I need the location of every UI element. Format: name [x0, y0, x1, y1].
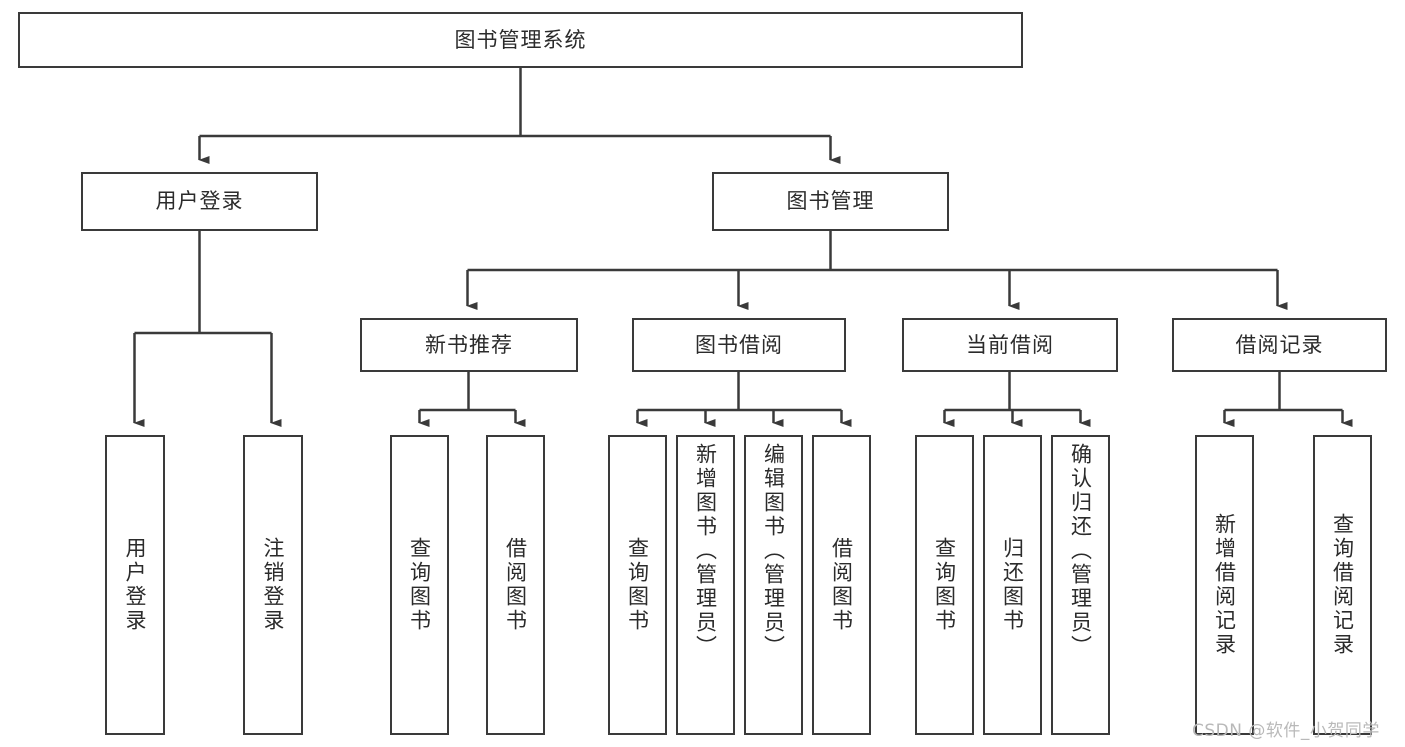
node-leaf-user-login-label: 用户登录: [123, 537, 148, 633]
node-book-borrow[interactable]: 图书借阅: [632, 318, 846, 372]
node-leaf-logout[interactable]: 注销登录: [243, 435, 303, 735]
node-book-manage-label: 图书管理: [786, 189, 875, 214]
node-leaf-return-book-label: 归还图书: [1000, 537, 1025, 633]
node-borrow-record[interactable]: 借阅记录: [1172, 318, 1387, 372]
node-book-borrow-label: 图书借阅: [695, 332, 783, 357]
node-leaf-query-record[interactable]: 查询借阅记录: [1313, 435, 1372, 735]
node-leaf-logout-label: 注销登录: [261, 537, 286, 633]
node-leaf-query-book-c[interactable]: 查询图书: [915, 435, 974, 735]
node-borrow-record-label: 借阅记录: [1235, 332, 1324, 357]
node-current-borrow[interactable]: 当前借阅: [902, 318, 1118, 372]
node-root-label: 图书管理系统: [454, 27, 587, 52]
watermark: CSDN @软件_小贺同学: [1192, 721, 1380, 741]
node-leaf-add-book[interactable]: 新增图书（管理员）: [676, 435, 735, 735]
node-leaf-return-book[interactable]: 归还图书: [983, 435, 1042, 735]
node-root[interactable]: 图书管理系统: [18, 12, 1023, 68]
node-leaf-confirm-return[interactable]: 确认归还（管理员）: [1051, 435, 1110, 735]
node-leaf-add-book-label: 新增图书（管理员）: [693, 443, 718, 659]
node-leaf-borrow-book-rec[interactable]: 借阅图书: [486, 435, 545, 735]
node-leaf-query-book-c-label: 查询图书: [932, 537, 957, 633]
node-leaf-query-book-rec[interactable]: 查询图书: [390, 435, 449, 735]
node-current-borrow-label: 当前借阅: [966, 332, 1054, 357]
node-user-login[interactable]: 用户登录: [81, 172, 318, 231]
node-leaf-query-record-label: 查询借阅记录: [1330, 513, 1355, 657]
node-book-manage[interactable]: 图书管理: [712, 172, 949, 231]
node-leaf-borrow-book-b-label: 借阅图书: [829, 537, 854, 633]
node-new-book-rec[interactable]: 新书推荐: [360, 318, 578, 372]
node-leaf-edit-book[interactable]: 编辑图书（管理员）: [744, 435, 803, 735]
node-leaf-add-record-label: 新增借阅记录: [1212, 513, 1237, 657]
node-user-login-label: 用户登录: [155, 189, 244, 214]
node-leaf-query-book-rec-label: 查询图书: [407, 537, 432, 633]
node-leaf-edit-book-label: 编辑图书（管理员）: [761, 443, 786, 659]
node-leaf-borrow-book-b[interactable]: 借阅图书: [812, 435, 871, 735]
node-leaf-query-book-b-label: 查询图书: [625, 537, 650, 633]
node-new-book-rec-label: 新书推荐: [425, 332, 513, 357]
node-leaf-confirm-return-label: 确认归还（管理员）: [1068, 443, 1093, 659]
node-leaf-user-login[interactable]: 用户登录: [105, 435, 165, 735]
node-leaf-add-record[interactable]: 新增借阅记录: [1195, 435, 1254, 735]
node-leaf-query-book-b[interactable]: 查询图书: [608, 435, 667, 735]
node-leaf-borrow-book-rec-label: 借阅图书: [503, 537, 528, 633]
